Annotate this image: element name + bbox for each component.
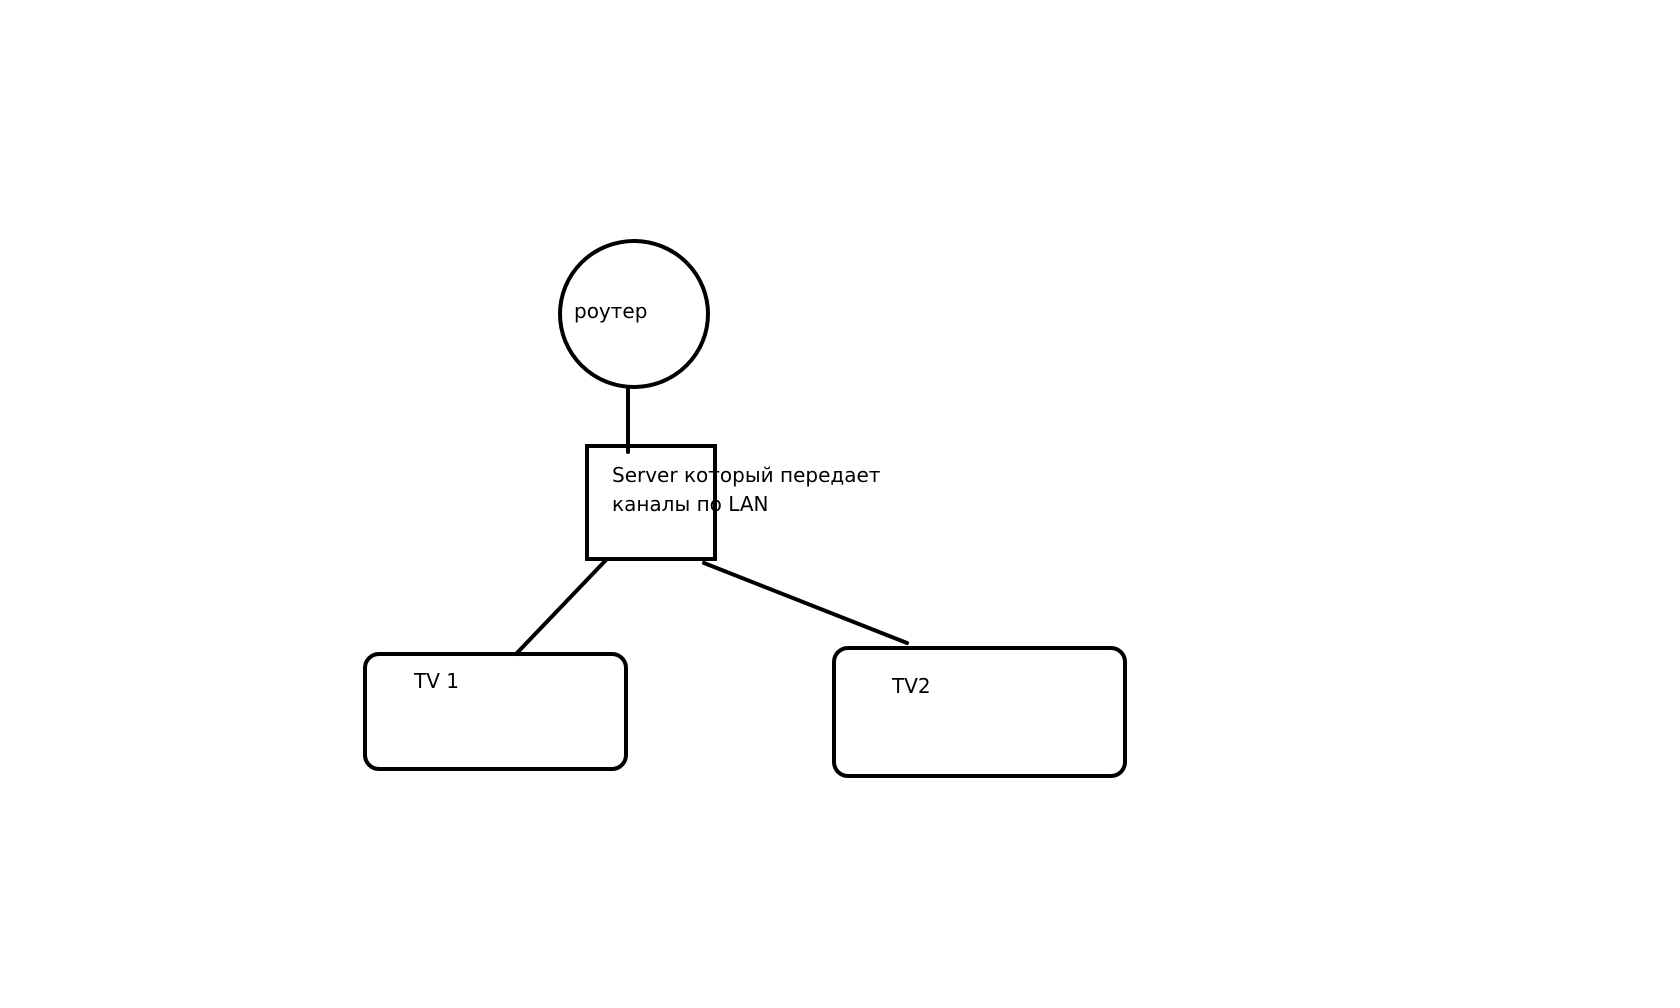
server-label-line2: каналы по LAN bbox=[612, 492, 769, 516]
tv2-label: TV2 bbox=[891, 674, 931, 698]
server-node: Server который передает каналы по LAN bbox=[585, 444, 881, 561]
edge-server-tv1 bbox=[514, 558, 608, 656]
tv1-node: TV 1 bbox=[363, 652, 628, 771]
tv1-label: TV 1 bbox=[413, 669, 459, 693]
edge-server-tv2 bbox=[702, 561, 909, 645]
router-node: роутер bbox=[558, 239, 710, 389]
tv2-node: TV2 bbox=[832, 646, 1127, 778]
router-circle bbox=[558, 239, 710, 389]
tv1-box bbox=[363, 652, 628, 771]
server-box bbox=[585, 444, 717, 561]
server-label-line1: Server который передает bbox=[612, 463, 881, 487]
tv2-box bbox=[832, 646, 1127, 778]
router-label: роутер bbox=[574, 299, 647, 323]
